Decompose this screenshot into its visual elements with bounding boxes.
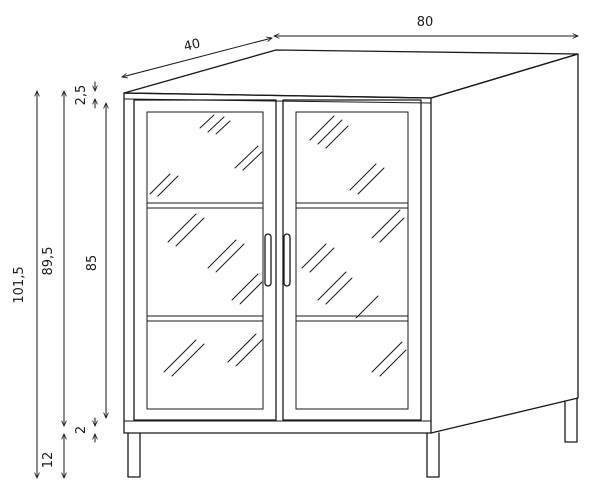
door-height-label: 85 (85, 255, 100, 272)
reflection-mark (199, 114, 231, 135)
reflection-mark (371, 209, 405, 243)
left-door (133, 99, 277, 421)
left-door-handle (264, 233, 272, 287)
cabinet-side (430, 53, 579, 434)
reflection-mark (227, 333, 263, 367)
back-right-leg (564, 397, 578, 443)
dimension-lines (37, 36, 578, 478)
depth-dimension-line (122, 38, 272, 77)
left-door-glass (146, 111, 264, 410)
reflection-mark (309, 115, 349, 149)
reflection-mark (231, 273, 263, 305)
reflection-mark (149, 173, 179, 197)
right-door-glass (295, 111, 409, 410)
cabinet (123, 49, 579, 478)
total-height-label: 101,5 (12, 266, 27, 303)
front-left-leg (127, 432, 141, 478)
front-right-leg (426, 432, 440, 478)
leg-height-label: 12 (41, 452, 56, 469)
body-height-label: 89,5 (41, 247, 56, 276)
reflection-mark (207, 239, 245, 273)
reflection-mark (301, 243, 335, 273)
cabinet-front (123, 92, 432, 434)
reflection-mark (234, 145, 263, 171)
top-thickness-label: 2,5 (74, 85, 89, 106)
glass-reflections (149, 114, 407, 377)
dimension-labels: 40 80 101,5 89,5 85 2,5 2 12 (12, 15, 433, 468)
bottom-rail-label: 2 (74, 426, 89, 434)
reflection-mark (349, 163, 385, 195)
right-door (282, 99, 422, 421)
reflection-mark (163, 339, 205, 377)
reflection-mark (167, 213, 205, 247)
depth-label: 40 (182, 36, 202, 55)
width-label: 80 (417, 15, 434, 30)
reflection-mark (355, 295, 379, 319)
reflection-mark (371, 341, 407, 377)
right-door-handle (283, 233, 291, 287)
reflection-mark (317, 271, 353, 305)
